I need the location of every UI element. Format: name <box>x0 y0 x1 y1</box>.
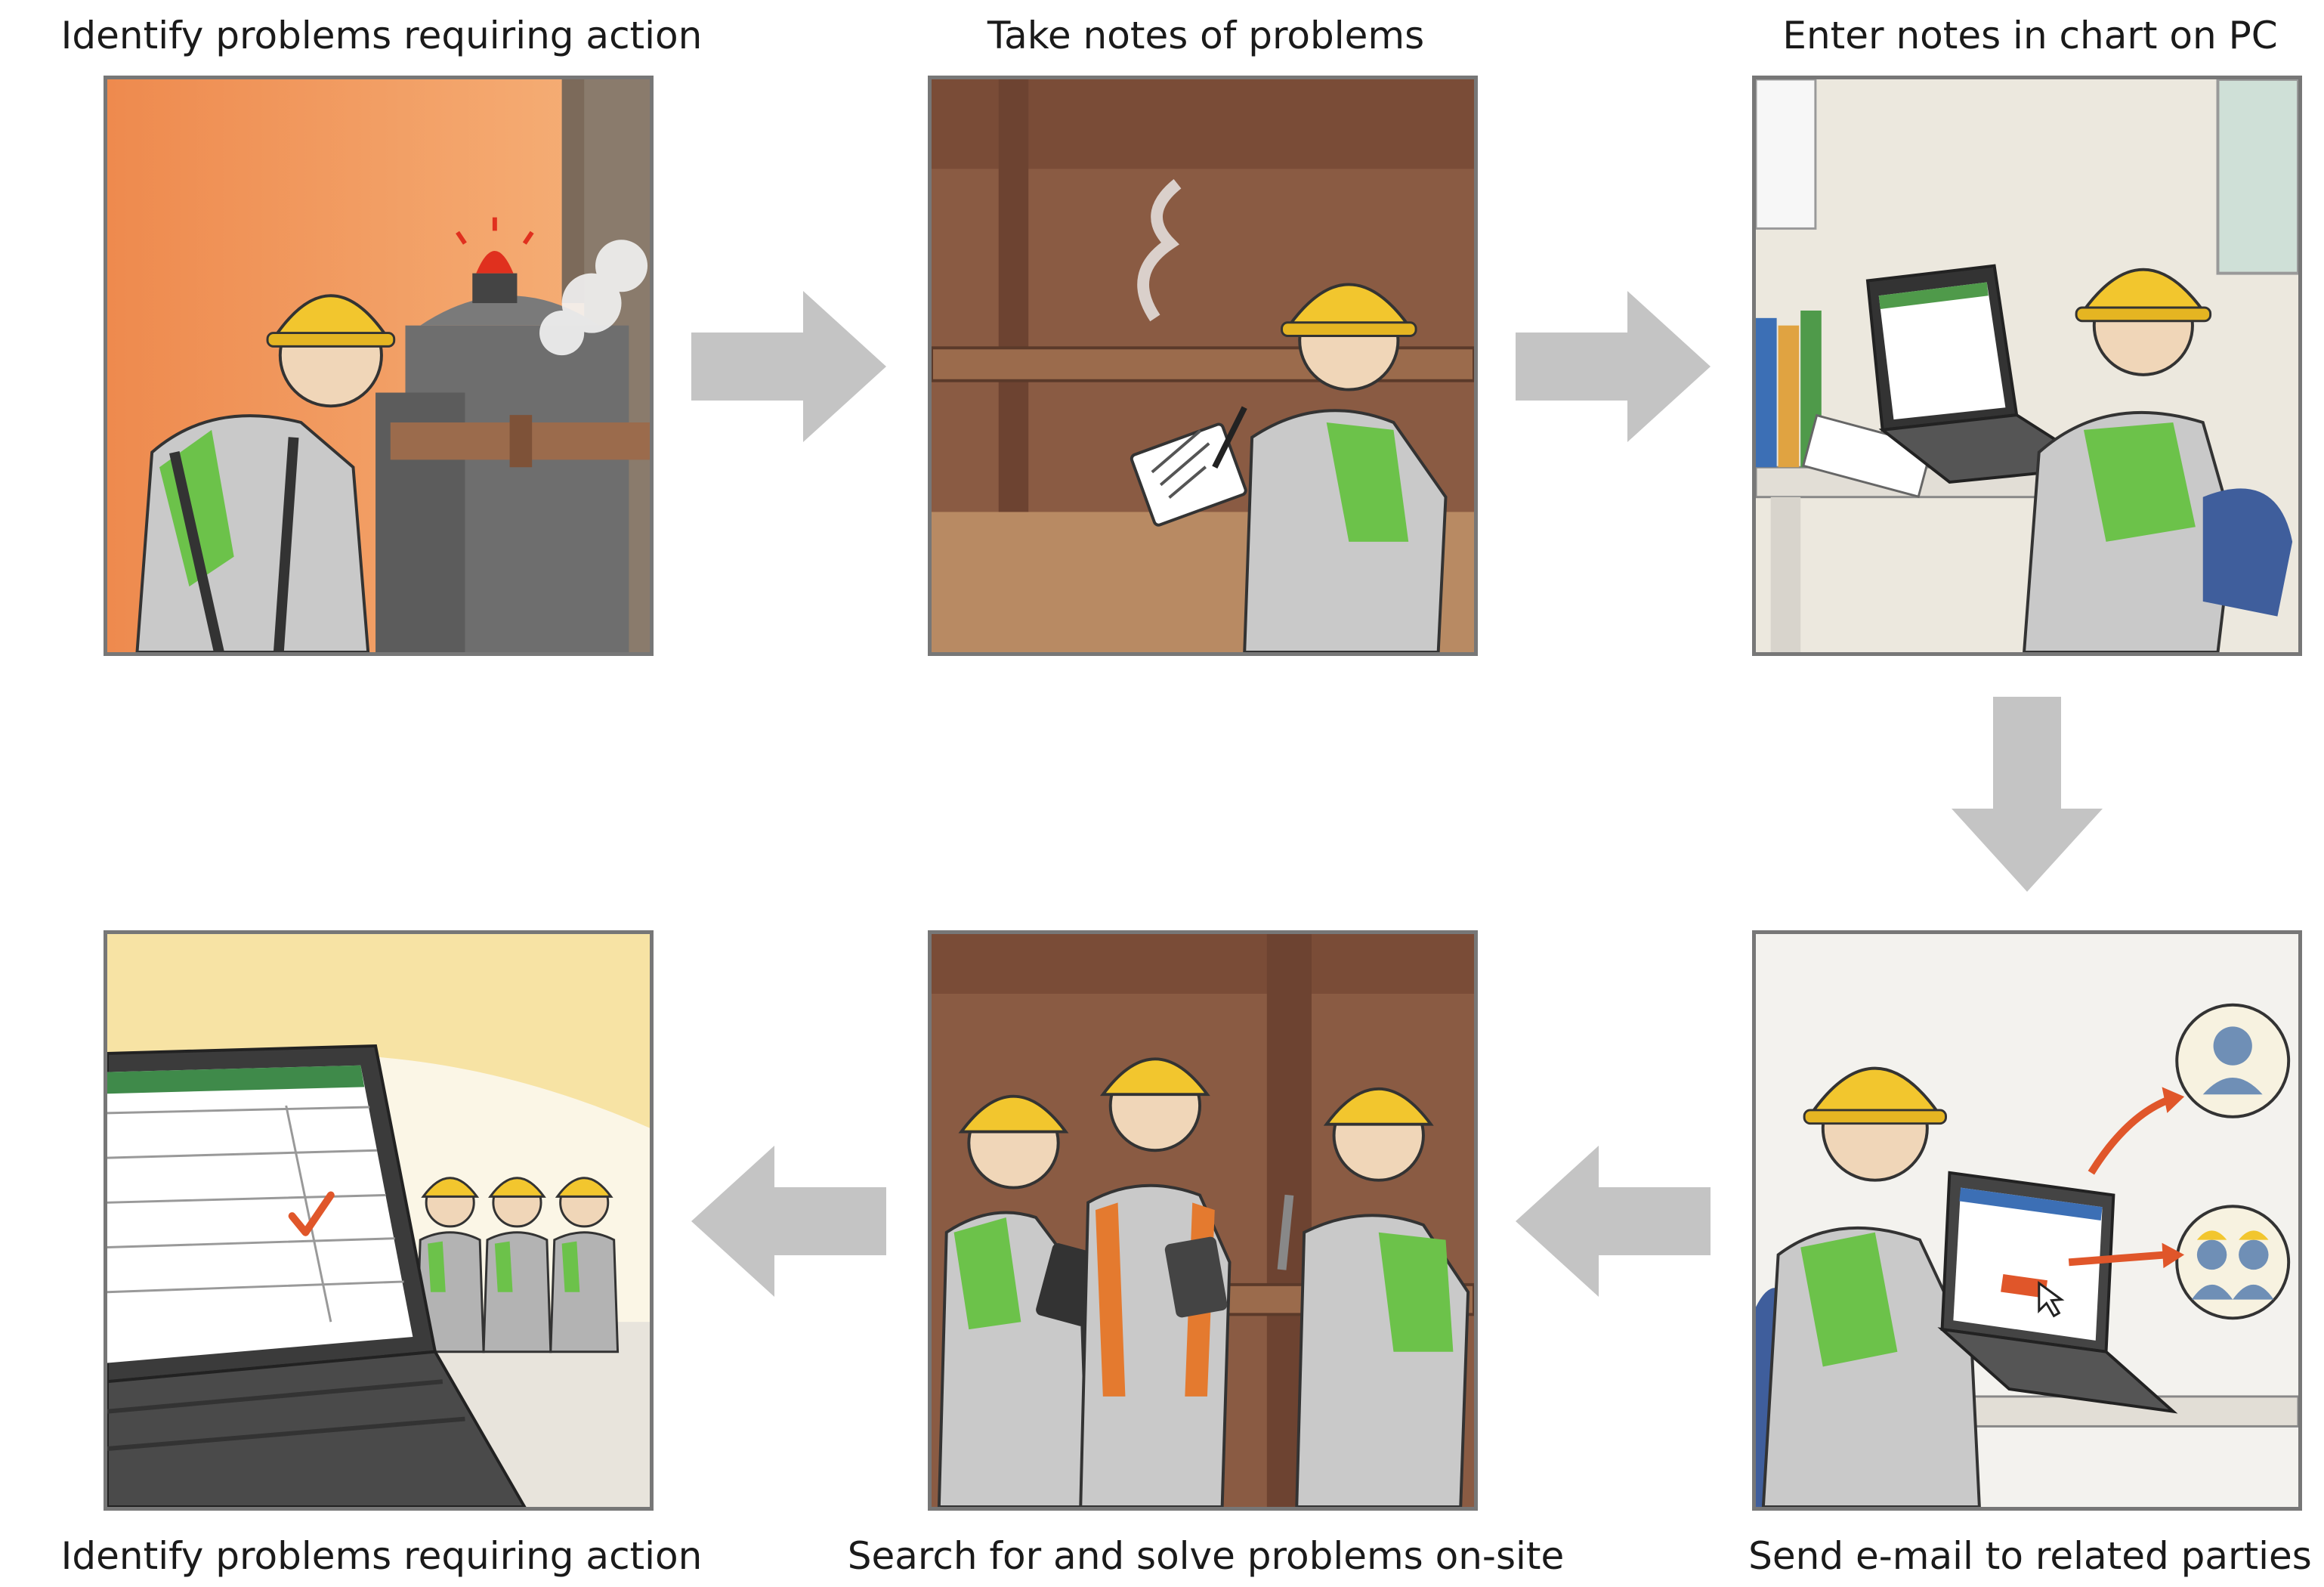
worker <box>1761 1066 1981 1507</box>
worker-left <box>937 1094 1103 1507</box>
person-icon <box>2175 1003 2291 1118</box>
step-6-illustration <box>104 930 654 1511</box>
step-5-illustration <box>928 930 1478 1511</box>
worker <box>1130 283 1448 652</box>
step-1-label: Identify problems requiring action <box>60 14 703 57</box>
step-2-label: Take notes of problems <box>987 14 1425 57</box>
steam <box>539 240 648 356</box>
cursor-icon <box>2038 1280 2065 1318</box>
worker <box>2023 268 2235 652</box>
team <box>415 1177 620 1353</box>
step-3-illustration <box>1752 76 2302 656</box>
worker-middle <box>1079 1057 1232 1507</box>
arrow-step5-to-step6 <box>691 1146 886 1297</box>
arrow-step4-to-step5 <box>1516 1146 1711 1297</box>
notepad-icon <box>1130 422 1247 527</box>
step-3-label: Enter notes in chart on PC <box>1782 14 2278 57</box>
step-4-illustration <box>1752 930 2302 1511</box>
laptop-icon <box>1865 264 2103 484</box>
arrow-step1-to-step2 <box>691 291 886 442</box>
worker <box>135 294 396 652</box>
step-5-label: Search for and solve problems on-site <box>847 1534 1565 1578</box>
step-6-label: Identify problems requiring action <box>60 1534 703 1578</box>
arrow-step3-to-step4 <box>1952 697 2103 892</box>
laptop-icon <box>1937 1171 2178 1414</box>
worker-right <box>1277 1087 1470 1507</box>
laptop-icon <box>107 1044 527 1507</box>
group-icon <box>2175 1205 2291 1320</box>
step-2-illustration <box>928 76 1478 656</box>
checkmark-icon <box>288 1191 335 1236</box>
step-4-label: Send e-mail to related parties <box>1748 1534 2312 1578</box>
step-1-illustration <box>104 76 654 656</box>
warning-light-icon <box>456 217 534 304</box>
arrow-step2-to-step3 <box>1516 291 1711 442</box>
